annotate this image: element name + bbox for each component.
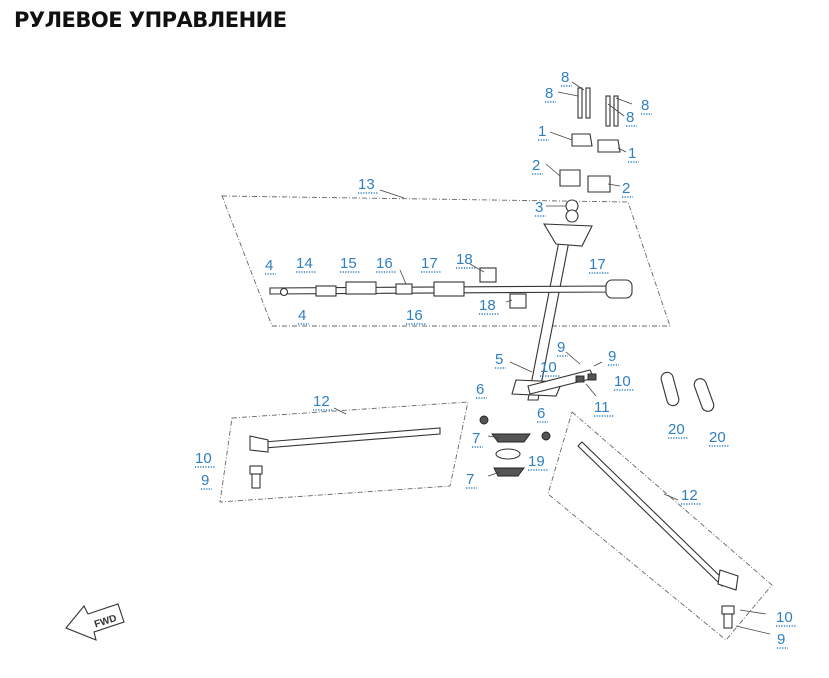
callout-12: 12	[313, 393, 330, 410]
callout-15: 15	[340, 255, 357, 272]
steering-column	[491, 199, 593, 477]
callout-6: 6	[537, 405, 545, 422]
bushing-17b	[605, 279, 633, 299]
callout-14: 14	[296, 255, 313, 272]
frame-assembly-13	[221, 195, 671, 327]
callout-10: 10	[540, 359, 557, 376]
callout-7: 7	[472, 430, 480, 447]
frame-right-tie-rod	[547, 411, 773, 641]
callout-1: 1	[628, 145, 636, 162]
callout-leaders	[333, 81, 771, 635]
block-2a	[559, 169, 581, 187]
callout-16: 16	[406, 307, 423, 324]
link-rod-20b	[693, 378, 715, 412]
callout-4: 4	[298, 307, 306, 324]
callout-17: 17	[589, 256, 606, 273]
fwd-arrow-icon: FWD	[65, 603, 125, 641]
right-tie-rod	[577, 441, 727, 587]
nut-6a	[479, 415, 489, 425]
callout-10: 10	[776, 609, 793, 626]
callout-8: 8	[641, 97, 649, 114]
callout-8: 8	[545, 85, 553, 102]
washer-3b	[565, 209, 579, 223]
callout-10: 10	[614, 373, 631, 390]
bushing-17a	[433, 281, 465, 297]
diagram-frames	[219, 195, 773, 641]
callout-3: 3	[535, 199, 543, 216]
callout-19: 19	[528, 453, 545, 470]
callout-1: 1	[538, 123, 546, 140]
block-2b	[587, 175, 611, 193]
callout-20: 20	[668, 421, 685, 438]
lower-plate-7b	[493, 467, 525, 477]
horizontal-shaft-assembly	[269, 267, 633, 309]
callout-underlines	[195, 85, 796, 649]
callout-6: 6	[476, 381, 484, 398]
callout-13: 13	[358, 176, 375, 193]
callout-18: 18	[456, 251, 473, 268]
right-tie-rod-pin-9	[723, 613, 733, 629]
clamp-1b	[597, 139, 621, 153]
nut-10-right	[575, 375, 585, 383]
callout-9: 9	[777, 631, 785, 648]
callout-2: 2	[622, 180, 630, 197]
lower-plate-7	[491, 433, 531, 443]
ring-4	[279, 287, 289, 297]
callout-17: 17	[421, 255, 438, 272]
page-title: РУЛЕВОЕ УПРАВЛЕНИЕ	[14, 8, 287, 32]
callout-9: 9	[608, 348, 616, 365]
sleeve-14	[315, 285, 337, 297]
bolt-8d	[613, 95, 619, 127]
upper-plate	[543, 223, 593, 247]
callout-2: 2	[532, 157, 540, 174]
part-callouts: 8 8 8 8 1 1 2 2 3 13 4 14 15 16 17 18 17…	[195, 69, 793, 648]
top-clamp-parts	[559, 87, 621, 193]
insert-18a	[479, 267, 497, 283]
sleeve-15	[345, 281, 377, 295]
insert-18b	[509, 293, 527, 309]
callout-8: 8	[561, 69, 569, 86]
left-tie-rod-assembly	[249, 427, 441, 489]
link-rod-20a	[660, 371, 680, 407]
link-rods-20	[660, 371, 715, 412]
left-tie-rod	[263, 427, 441, 449]
callout-12: 12	[681, 487, 698, 504]
left-tie-rod-pin-9	[251, 473, 261, 489]
callout-18: 18	[479, 297, 496, 314]
callout-20: 20	[709, 429, 726, 446]
callout-10: 10	[195, 450, 212, 467]
bolt-8b	[585, 87, 591, 119]
bolt-8a	[577, 87, 583, 119]
callout-9: 9	[201, 472, 209, 489]
nut-10-right-b	[587, 373, 597, 381]
callout-16: 16	[376, 255, 393, 272]
callout-4: 4	[265, 257, 273, 274]
clamp-1a	[571, 133, 593, 147]
callout-11: 11	[594, 399, 610, 416]
callout-5: 5	[495, 351, 503, 368]
bearing-disc-19	[495, 448, 521, 460]
callout-9: 9	[557, 339, 565, 356]
callout-8: 8	[626, 109, 634, 126]
bolt-8c	[605, 95, 611, 127]
frame-left-tie-rod	[219, 401, 469, 503]
pitman-parts	[479, 369, 597, 441]
left-tie-rod-nut-10	[249, 465, 263, 475]
callout-7: 7	[466, 471, 474, 488]
right-tie-rod-nut-10	[721, 605, 735, 615]
left-tie-rod-end	[249, 435, 269, 453]
right-tie-rod-end	[717, 569, 739, 591]
right-tie-rod-assembly	[577, 441, 739, 629]
clip-16	[395, 283, 413, 295]
nut-6b	[541, 431, 551, 441]
